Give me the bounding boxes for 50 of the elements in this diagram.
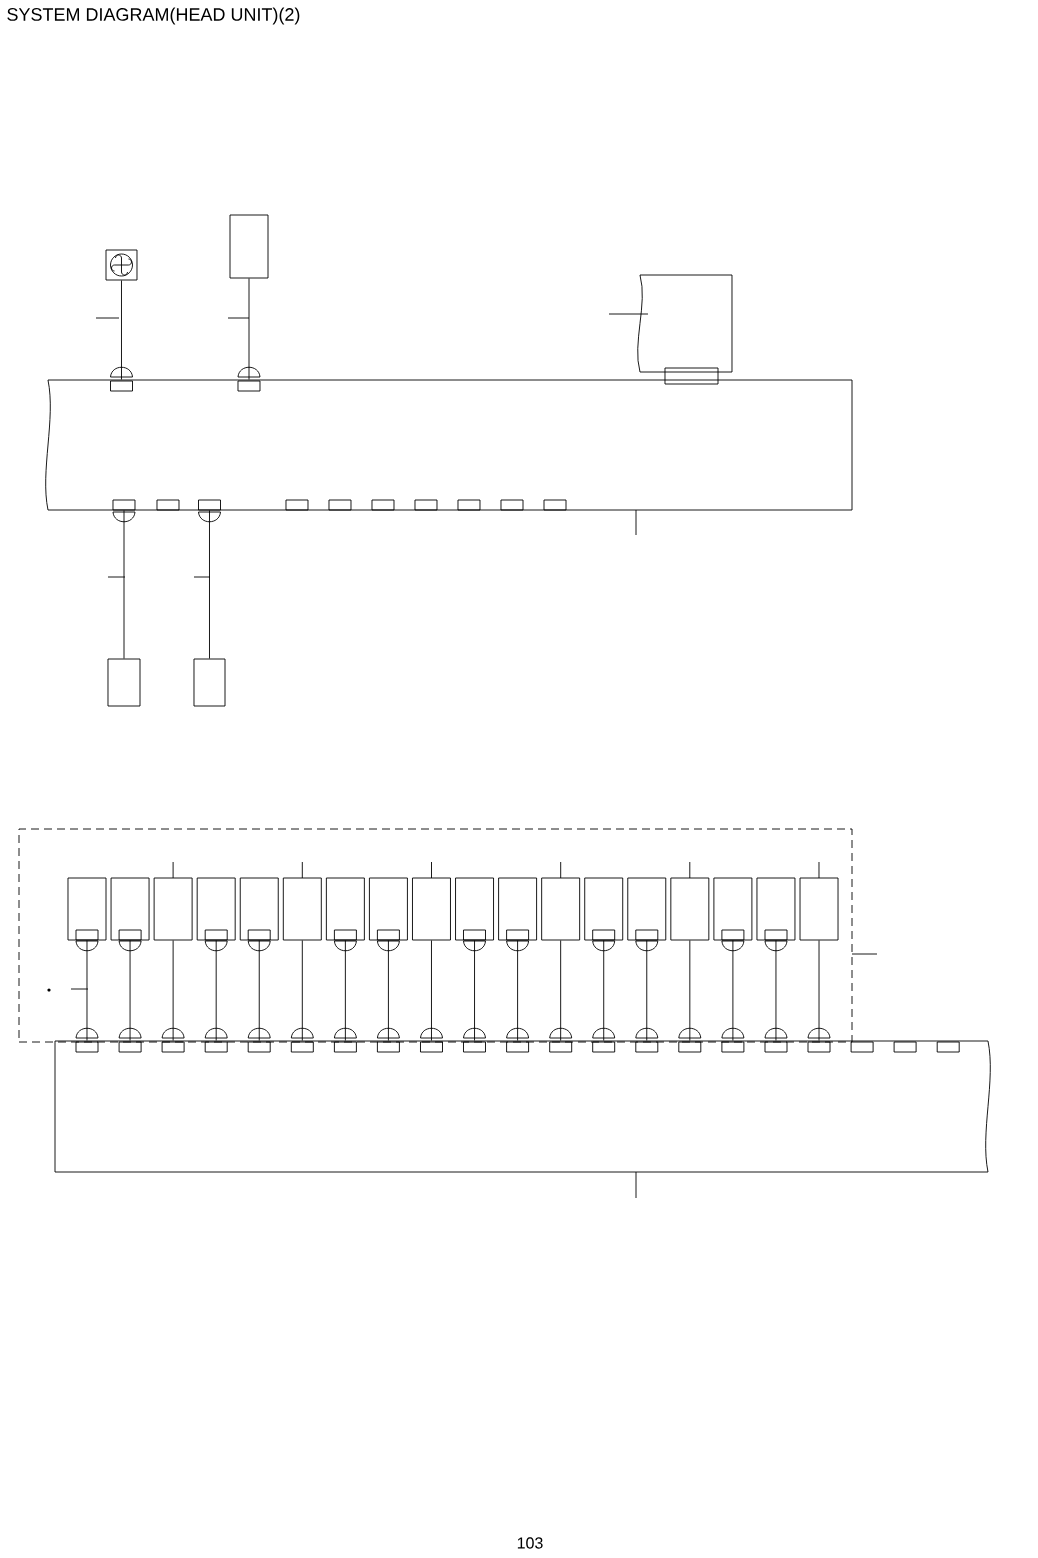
wire — [247, 929, 271, 1053]
component-box — [325, 877, 365, 941]
component-box — [713, 877, 753, 941]
component-box — [229, 214, 269, 279]
fan-drawing — [105, 249, 138, 281]
wire — [463, 929, 486, 1053]
wire — [635, 929, 659, 1053]
wire — [506, 929, 530, 1053]
wire — [807, 940, 831, 1053]
component-box — [455, 877, 494, 941]
component-box — [627, 877, 667, 941]
wire — [290, 940, 314, 1053]
component-box — [239, 877, 279, 941]
wire — [118, 929, 142, 1053]
wire — [678, 940, 702, 1053]
component-box — [799, 877, 839, 941]
wire — [420, 940, 443, 1053]
wire — [237, 278, 261, 392]
component-box — [110, 877, 150, 941]
wire — [333, 929, 357, 1053]
component-box — [756, 877, 796, 941]
component-box — [498, 877, 538, 941]
component-box — [193, 658, 226, 707]
component-box — [541, 877, 581, 941]
wire — [75, 929, 99, 1053]
wire — [112, 499, 136, 659]
component-box — [368, 877, 408, 941]
wire — [764, 929, 788, 1053]
component-box — [584, 877, 624, 941]
component-box — [153, 877, 193, 941]
component-box — [196, 877, 236, 941]
title: SYSTEM DIAGRAM(HEAD UNIT)(2) — [7, 7, 300, 25]
wire — [161, 940, 185, 1053]
component-box — [670, 877, 710, 941]
wire — [376, 929, 400, 1053]
circuit-board — [637, 274, 733, 373]
circuit-board — [45, 379, 853, 511]
wire — [721, 929, 745, 1053]
wire — [110, 280, 133, 392]
component-box — [282, 877, 322, 941]
page-number: 103 — [517, 1537, 543, 1549]
component-box — [67, 877, 107, 941]
wire — [549, 940, 573, 1053]
wire — [198, 499, 221, 659]
component-box — [412, 877, 451, 941]
wire — [204, 929, 228, 1053]
wire — [592, 929, 616, 1053]
circuit-board — [54, 1040, 991, 1173]
component-box — [107, 658, 141, 707]
dashed-group-outline — [18, 828, 853, 1043]
